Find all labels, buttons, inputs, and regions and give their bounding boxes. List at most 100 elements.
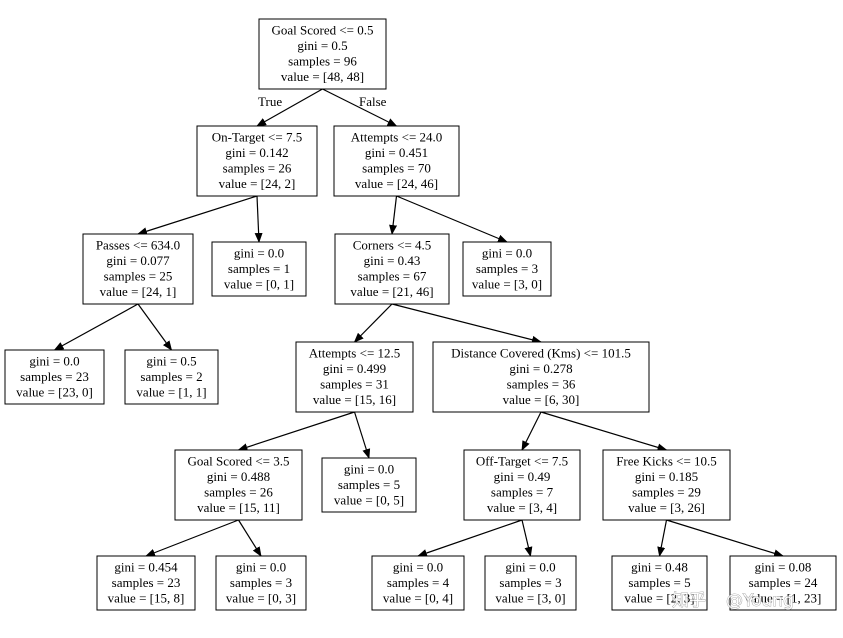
- edge-n9-n11: [237, 411, 355, 451]
- node-box: [211, 241, 307, 297]
- edge-n5-n9: [353, 303, 393, 343]
- watermark: 知乎 @Young: [672, 591, 795, 612]
- watermark-logo: 知乎: [672, 591, 706, 611]
- node-line: samples = 7: [491, 485, 554, 500]
- edge-n11-n15: [145, 519, 239, 557]
- node-line: Distance Covered (Kms) <= 101.5: [451, 346, 631, 361]
- node-line: value = [24, 1]: [100, 284, 177, 299]
- edge-n13-n18: [521, 519, 533, 557]
- node-line: value = [0, 4]: [383, 590, 453, 605]
- node-line: gini = 0.142: [225, 145, 288, 160]
- node-line: value = [15, 8]: [108, 590, 185, 605]
- node-line: gini = 0.0: [505, 559, 555, 574]
- node-line: value = [21, 46]: [350, 284, 433, 299]
- node-line: value = [15, 16]: [313, 392, 396, 407]
- node-box: [174, 449, 303, 521]
- node-line: samples = 31: [320, 377, 389, 392]
- node-line: Corners <= 4.5: [353, 238, 432, 253]
- node-line: samples = 24: [749, 575, 818, 590]
- node-line: gini = 0.49: [494, 469, 551, 484]
- node-line: value = [3, 26]: [628, 500, 705, 515]
- node-line: gini = 0.451: [365, 145, 428, 160]
- node-line: gini = 0.0: [393, 559, 443, 574]
- node-line: Attempts <= 24.0: [351, 130, 443, 145]
- edge-n9-n12: [353, 411, 371, 459]
- node-line: Passes <= 634.0: [96, 238, 180, 253]
- node-box: [258, 18, 387, 90]
- node-box: [463, 449, 581, 521]
- node-line: gini = 0.48: [631, 559, 688, 574]
- edge-n2-n5: [389, 195, 398, 235]
- node-line: samples = 36: [507, 377, 576, 392]
- node-box: [334, 233, 450, 305]
- node-line: value = [3, 0]: [472, 276, 542, 291]
- node-line: gini = 0.43: [364, 253, 421, 268]
- node-box: [371, 555, 465, 611]
- node-line: samples = 26: [204, 485, 273, 500]
- node-box: [462, 241, 552, 297]
- node-line: value = [3, 0]: [495, 590, 565, 605]
- node-line: gini = 0.499: [323, 361, 386, 376]
- edge-root-n1: [256, 88, 323, 127]
- node-line: gini = 0.5: [146, 353, 196, 368]
- edge-label: True: [258, 94, 282, 109]
- edge-n2-n6: [396, 195, 508, 243]
- node-line: gini = 0.0: [29, 353, 79, 368]
- node-line: gini = 0.0: [482, 245, 532, 260]
- node-line: samples = 3: [476, 261, 538, 276]
- node-box: [333, 125, 460, 197]
- watermark-author: @Young: [726, 591, 794, 611]
- node-line: value = [23, 0]: [16, 384, 93, 399]
- node-line: samples = 25: [104, 269, 173, 284]
- node-line: samples = 96: [288, 54, 357, 69]
- node-line: samples = 5: [628, 575, 690, 590]
- node-box: [729, 555, 837, 611]
- node-line: gini = 0.08: [755, 559, 812, 574]
- node-line: samples = 2: [140, 369, 202, 384]
- node-line: value = [1, 23]: [745, 590, 822, 605]
- node-line: value = [2, 3]: [624, 590, 694, 605]
- edge-label: False: [359, 94, 387, 109]
- edge-n1-n4: [254, 195, 263, 243]
- node-line: samples = 29: [632, 485, 701, 500]
- node-box: [4, 349, 105, 405]
- edge-n5-n10: [391, 303, 542, 344]
- node-line: Free Kicks <= 10.5: [616, 454, 717, 469]
- node-line: samples = 3: [230, 575, 292, 590]
- node-line: value = [15, 11]: [197, 500, 280, 515]
- node-line: On-Target <= 7.5: [212, 130, 302, 145]
- node-line: gini = 0.185: [635, 469, 698, 484]
- node-line: samples = 3: [499, 575, 561, 590]
- nodes-layer: Goal Scored <= 0.5 gini = 0.5 samples = 96…: [4, 18, 837, 611]
- node-line: value = [24, 2]: [219, 176, 296, 191]
- node-box: [432, 341, 650, 413]
- node-line: samples = 70: [362, 161, 431, 176]
- node-line: samples = 5: [338, 477, 400, 492]
- node-line: samples = 23: [112, 575, 181, 590]
- edge-n11-n16: [237, 519, 262, 557]
- edge-n10-n14: [540, 411, 668, 452]
- edge-n3-n7: [53, 303, 139, 351]
- node-box: [215, 555, 307, 611]
- node-line: samples = 67: [358, 269, 427, 284]
- edges-layer: True False: [53, 88, 784, 558]
- node-line: gini = 0.0: [234, 245, 284, 260]
- node-line: Goal Scored <= 0.5: [271, 23, 373, 38]
- node-box: [295, 341, 414, 413]
- edge-n10-n13: [521, 411, 542, 451]
- node-line: Off-Target <= 7.5: [476, 454, 568, 469]
